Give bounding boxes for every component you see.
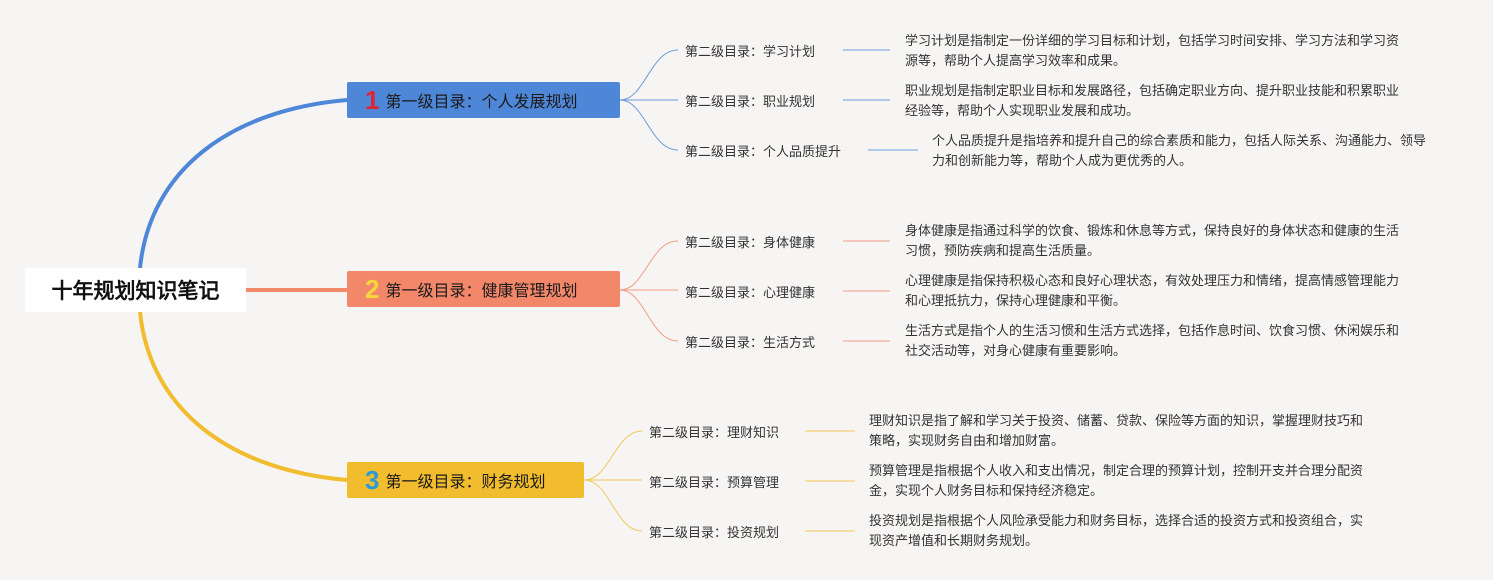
description-finance-knowledge: 理财知识是指了解和学习关于投资、储蓄、贷款、保险等方面的知识，掌握理财技巧和策略… (869, 414, 1364, 449)
subnode-career-plan[interactable]: 第二级目录：职业规划 (685, 95, 816, 110)
description-budget-management: 预算管理是指根据个人收入和支出情况，制定合理的预算计划，控制开支并合理分配资金，… (869, 464, 1364, 499)
number-2-icon: 2 (365, 273, 380, 304)
branch-label: 第一级目录：个人发展规划 (385, 92, 578, 111)
subnode-physical-health[interactable]: 第二级目录：身体健康 (685, 236, 816, 251)
number-3-icon: 3 (365, 464, 380, 495)
subnode-budget-management[interactable]: 第二级目录：预算管理 (649, 476, 780, 491)
subnode-investment-plan[interactable]: 第二级目录：投资规划 (649, 526, 780, 541)
subnode-finance-knowledge[interactable]: 第二级目录：理财知识 (649, 426, 780, 441)
description-lifestyle: 生活方式是指个人的生活习惯和生活方式选择，包括作息时间、饮食习惯、休闲娱乐和社交… (905, 324, 1400, 359)
branch-node-health-management[interactable]: 2 第一级目录：健康管理规划 (347, 271, 620, 307)
branch-label: 第一级目录：健康管理规划 (385, 281, 578, 300)
description-career-plan: 职业规划是指制定职业目标和发展路径，包括确定职业方向、提升职业技能和积累职业经验… (905, 84, 1400, 119)
subnode-lifestyle[interactable]: 第二级目录：生活方式 (685, 336, 816, 351)
subnode-mental-health[interactable]: 第二级目录：心理健康 (685, 286, 816, 301)
link-root-branch1 (138, 98, 348, 269)
description-investment-plan: 投资规划是指根据个人风险承受能力和财务目标，选择合适的投资方式和投资组合，实现资… (869, 514, 1364, 549)
description-mental-health: 心理健康是指保持积极心态和良好心理状态，有效处理压力和情绪，提高情感管理能力和心… (905, 274, 1400, 309)
subnode-study-plan[interactable]: 第二级目录：学习计划 (685, 45, 816, 60)
description-physical-health: 身体健康是指通过科学的饮食、锻炼和休息等方式，保持良好的身体状态和健康的生活习惯… (905, 224, 1400, 259)
description-study-plan: 学习计划是指制定一份详细的学习目标和计划，包括学习时间安排、学习方法和学习资源等… (905, 34, 1400, 69)
description-personal-quality: 个人品质提升是指培养和提升自己的综合素质和能力，包括人际关系、沟通能力、领导力和… (932, 134, 1427, 169)
branch-label: 第一级目录：财务规划 (385, 472, 546, 491)
branch-node-personal-development[interactable]: 1 第一级目录：个人发展规划 (347, 82, 620, 118)
branch-node-financial-planning[interactable]: 3 第一级目录：财务规划 (347, 462, 584, 498)
root-node[interactable]: 十年规划知识笔记 (25, 268, 246, 312)
link-root-branch3 (138, 311, 348, 482)
subnode-personal-quality[interactable]: 第二级目录：个人品质提升 (685, 145, 842, 160)
number-1-icon: 1 (365, 84, 380, 115)
